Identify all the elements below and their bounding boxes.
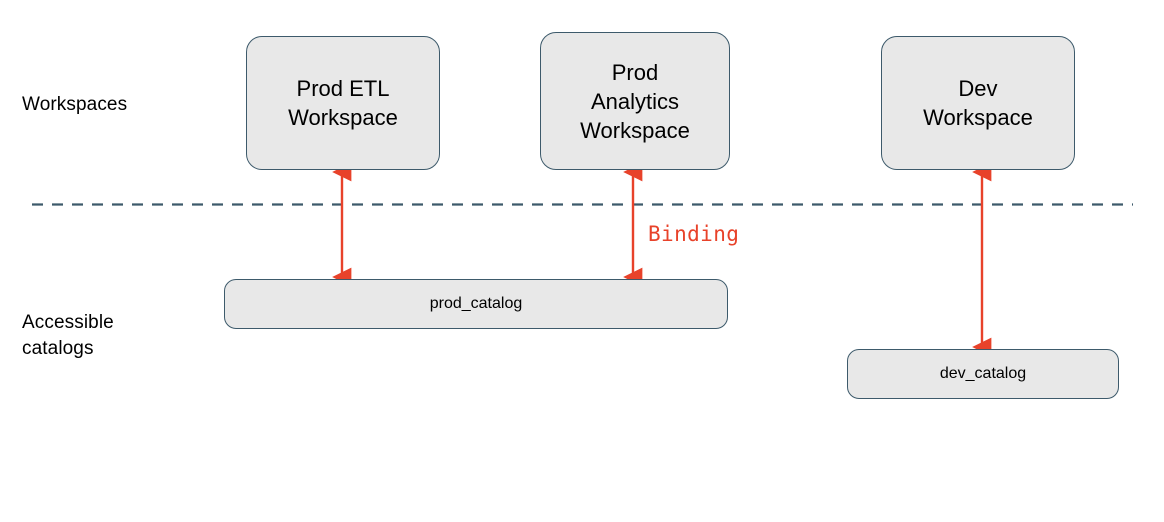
row-label-accessible-catalogs: Accessible catalogs	[22, 312, 114, 359]
binding-annotation-label: Binding	[648, 222, 740, 246]
workspace-node-prod-analytics[interactable]: Prod Analytics Workspace	[540, 32, 730, 170]
workspace-node-dev[interactable]: Dev Workspace	[881, 36, 1075, 170]
workspace-node-prod-etl[interactable]: Prod ETL Workspace	[246, 36, 440, 170]
row-label-workspaces: Workspaces	[22, 94, 128, 115]
catalog-node-prod-catalog[interactable]: prod_catalog	[224, 279, 728, 329]
catalog-node-dev-catalog[interactable]: dev_catalog	[847, 349, 1119, 399]
